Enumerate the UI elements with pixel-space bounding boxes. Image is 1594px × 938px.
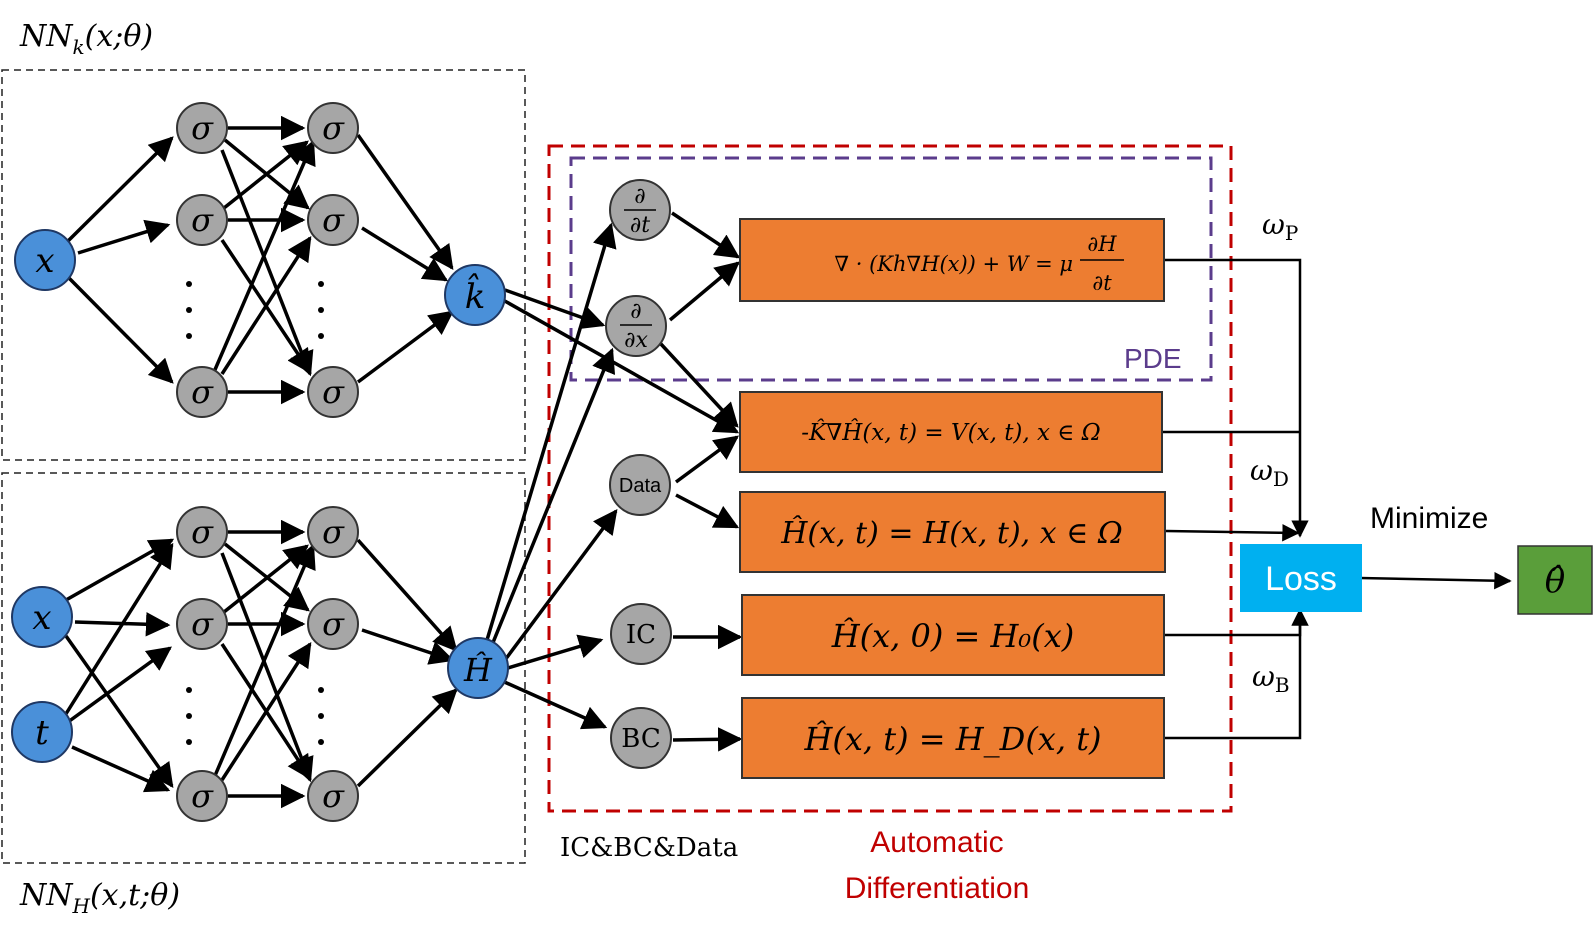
nn-h-hidden-2-1-label: σ bbox=[322, 513, 345, 551]
operator-nodes: ∂ ∂t ∂ ∂x Data IC BC bbox=[605, 179, 672, 769]
nn-k-hidden-1-n-label: σ bbox=[191, 373, 214, 411]
nn-k-nodes: x σ σ σ σ σ σ k̂ bbox=[14, 102, 506, 418]
pde-equation-lhs: ∇ · (Kh∇H(x)) + W = μ bbox=[834, 252, 1073, 276]
nn-h-input-x bbox=[11, 586, 73, 648]
omega-d-label: ωD bbox=[1250, 454, 1289, 491]
theta-hat-label: θ̂ bbox=[1545, 561, 1565, 601]
nn-h-hidden-1-2 bbox=[176, 598, 228, 650]
minimize-label: Minimize bbox=[1370, 502, 1488, 535]
nn-h-hidden-2-2-label: σ bbox=[322, 605, 345, 643]
nn-k-hidden-2-n bbox=[307, 366, 359, 418]
nn-h-input-t bbox=[11, 701, 73, 763]
dx-operator bbox=[605, 295, 667, 357]
ic-equation: Ĥ(x, 0) = H₀(x) bbox=[831, 617, 1075, 655]
nn-h-hidden-1-1 bbox=[176, 506, 228, 558]
operator-edges bbox=[485, 211, 743, 752]
nn-h-input-t-label: t bbox=[35, 713, 49, 753]
pde-label: PDE bbox=[1124, 343, 1182, 374]
bc-operator bbox=[610, 707, 672, 769]
bc-equation: Ĥ(x, t) = H_D(x, t) bbox=[803, 720, 1101, 758]
data-operator-label: Data bbox=[619, 475, 662, 497]
data-equation: Ĥ(x, t) = H(x, t), x ∈ Ω bbox=[780, 515, 1123, 551]
pde-equation-frac-num: ∂H bbox=[1087, 232, 1117, 256]
darcy-equation: -K̂∇Ĥ(x, t) = V(x, t), x ∈ Ω bbox=[801, 419, 1100, 446]
ic-bc-data-label: IC&BC&Data bbox=[560, 833, 738, 863]
nn-h-hidden-1-2-label: σ bbox=[191, 605, 214, 643]
bc-equation-box bbox=[741, 697, 1165, 779]
nn-k-hidden-1-1 bbox=[176, 102, 228, 154]
equation-boxes: ∇ · (Kh∇H(x)) + W = μ ∂H ∂t -K̂∇Ĥ(x, t) … bbox=[739, 218, 1166, 779]
nn-h-ellipsis bbox=[186, 687, 324, 745]
nn-h-hidden-1-n bbox=[176, 770, 228, 822]
loss-label: Loss bbox=[1265, 560, 1337, 598]
dt-operator-num: ∂ bbox=[634, 184, 645, 209]
nn-k-output-k-label: k̂ bbox=[465, 274, 486, 317]
nn-k-label: NNk(x;θ) bbox=[19, 19, 153, 59]
pde-box bbox=[569, 156, 1213, 382]
nn-k-hidden-2-2 bbox=[307, 194, 359, 246]
nn-k-hidden-2-1 bbox=[307, 102, 359, 154]
nn-k-input-x bbox=[14, 229, 76, 291]
ic-equation-box bbox=[741, 594, 1165, 676]
nn-h-nodes: x t σ σ σ σ σ σ Ĥ bbox=[11, 506, 509, 822]
bc-operator-label: BC bbox=[621, 724, 660, 754]
nn-h-output-h-label: Ĥ bbox=[463, 651, 493, 689]
data-operator bbox=[609, 454, 671, 516]
pde-equation-frac-den: ∂t bbox=[1092, 271, 1112, 295]
nn-h-output-h bbox=[447, 637, 509, 699]
nn-k-input-x-label: x bbox=[35, 241, 54, 281]
omega-b-label: ωB bbox=[1252, 660, 1290, 697]
data-equation-box bbox=[739, 491, 1166, 573]
nn-h-hidden-1-1-label: σ bbox=[191, 513, 214, 551]
nn-h-hidden-1-n-label: σ bbox=[191, 777, 214, 815]
nn-k-hidden-1-n bbox=[176, 366, 228, 418]
nn-k-hidden-2-1-label: σ bbox=[322, 109, 345, 147]
nn-k-hidden-1-1-label: σ bbox=[191, 109, 214, 147]
omega-p-label: ωP bbox=[1262, 208, 1298, 245]
darcy-equation-box bbox=[739, 391, 1163, 473]
loss-connectors bbox=[1162, 258, 1512, 740]
nn-h-hidden-2-2 bbox=[307, 598, 359, 650]
theta-box bbox=[1517, 545, 1593, 615]
dx-operator-den: ∂x bbox=[624, 328, 648, 353]
dx-operator-num: ∂ bbox=[630, 299, 641, 324]
loss-box bbox=[1240, 544, 1362, 612]
nn-k-hidden-2-2-label: σ bbox=[322, 201, 345, 239]
auto-diff-label-2: Differentiation bbox=[845, 872, 1030, 905]
nn-h-edges bbox=[62, 519, 458, 809]
nn-h-hidden-2-1 bbox=[307, 506, 359, 558]
auto-diff-label-1: Automatic bbox=[870, 826, 1003, 859]
ic-operator-label: IC bbox=[626, 620, 656, 650]
nn-h-label: NNH(x,t;θ) bbox=[19, 878, 180, 918]
nn-h-hidden-2-n-label: σ bbox=[322, 777, 345, 815]
nn-h-hidden-2-n bbox=[307, 770, 359, 822]
nn-k-hidden-1-2 bbox=[176, 194, 228, 246]
nn-k-hidden-2-n-label: σ bbox=[322, 373, 345, 411]
nn-k-hidden-1-2-label: σ bbox=[191, 201, 214, 239]
nn-h-input-x-label: x bbox=[32, 598, 51, 638]
nn-k-ellipsis bbox=[186, 281, 324, 339]
nn-k-edges bbox=[64, 115, 454, 405]
ic-operator bbox=[610, 603, 672, 665]
dt-operator-den: ∂t bbox=[630, 213, 650, 238]
nn-k-output-k bbox=[444, 264, 506, 326]
auto-diff-box bbox=[547, 144, 1233, 813]
